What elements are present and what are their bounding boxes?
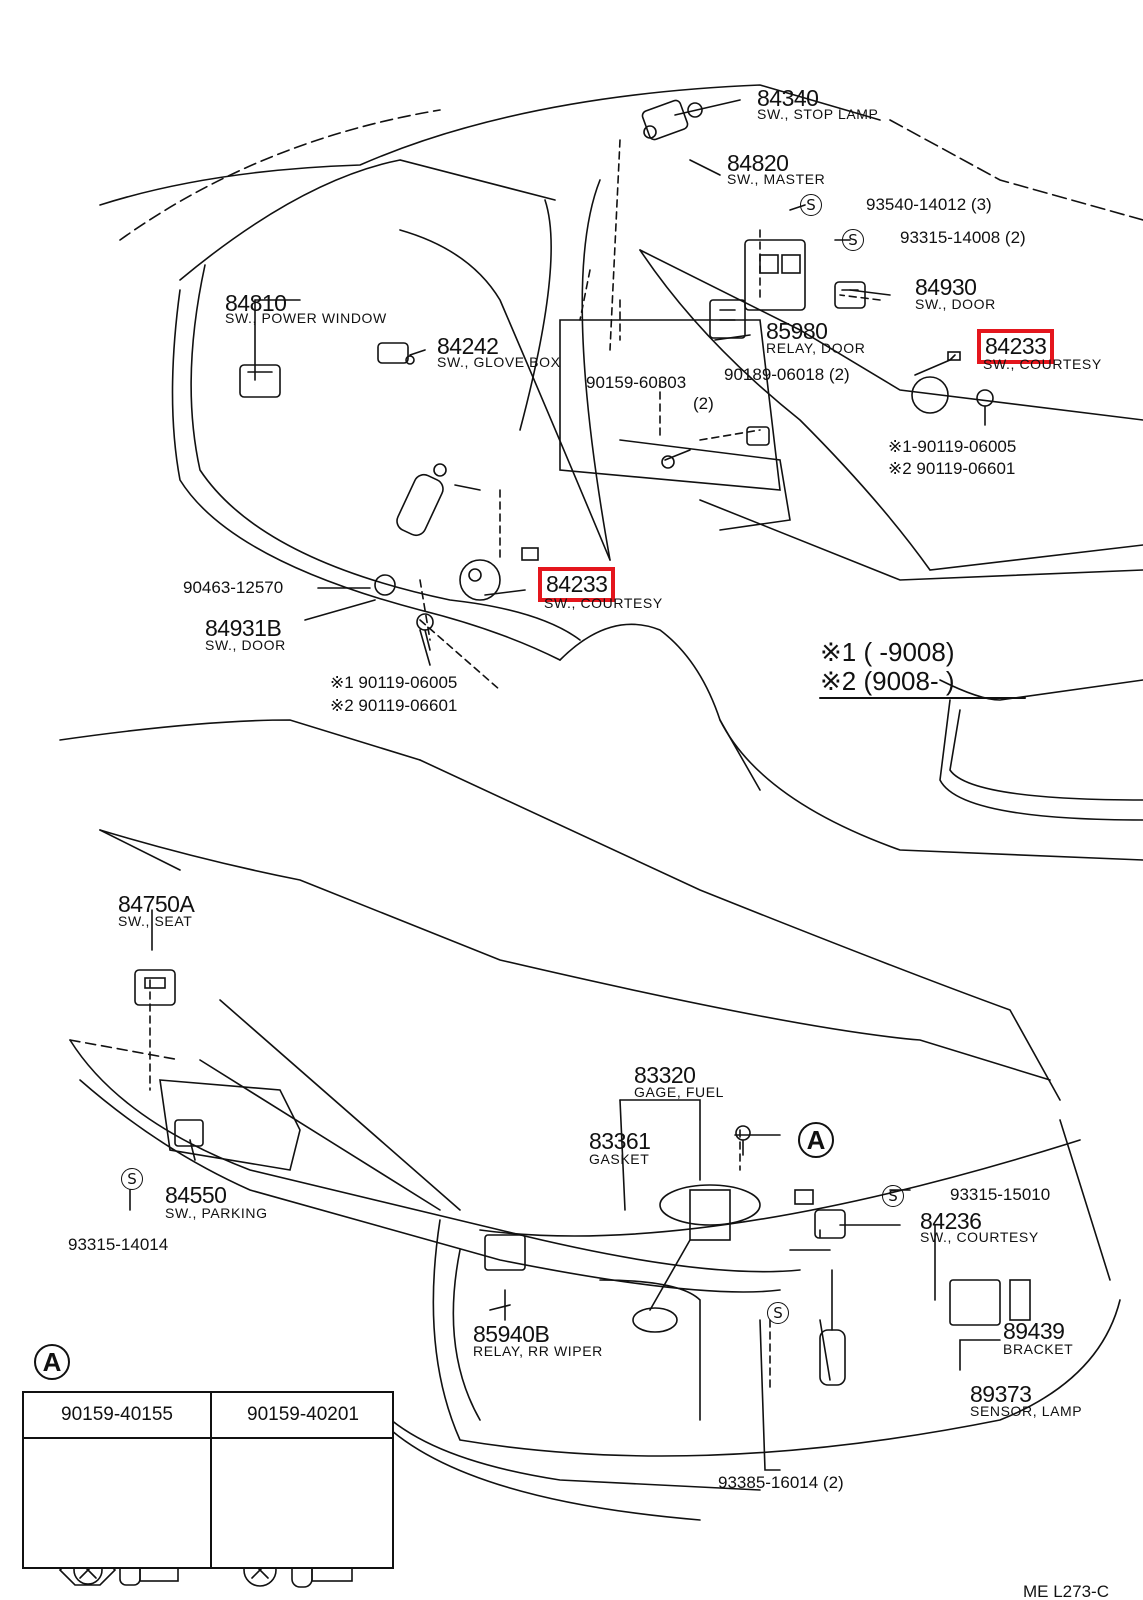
part-83361-number: 83361 — [589, 1128, 651, 1154]
part-84233-name: SW., COURTESY — [983, 356, 1102, 372]
courtesy-switch-left-icon — [459, 547, 539, 601]
s-symbol-icon: S — [882, 1185, 904, 1207]
part-93315a-number: 93315-14008 (2) — [900, 228, 1026, 247]
part-84810-number: 84810 — [225, 290, 287, 316]
part-90159a-qty: (2) — [693, 394, 714, 413]
seat-switch-icon — [134, 969, 176, 1006]
part-84242-name: SW., GLOVE BOX — [437, 354, 561, 370]
part-84820-number: 84820 — [727, 150, 789, 176]
part-84810-name: SW., POWER WINDOW — [225, 310, 387, 326]
part-90119a-line2: ※2 90119-06601 — [888, 459, 1016, 478]
part-84820-name: SW., MASTER — [727, 171, 826, 187]
part-89439-number: 89439 — [1003, 1318, 1065, 1344]
part-84233-left-name: SW., COURTESY — [544, 595, 663, 611]
s-symbol-icon: S — [842, 229, 864, 251]
part-90119b-line2: ※2 90119-06601 — [330, 696, 458, 715]
component-glyphs — [134, 99, 1031, 1386]
power-window-switch-icon — [239, 364, 281, 398]
part-93385-number: 93385-16014 (2) — [718, 1473, 844, 1492]
lower-body-outline — [59, 719, 1121, 1521]
rear-courtesy-switch-icon — [789, 1209, 846, 1251]
part-90189-number: 90189-06018 (2) — [724, 365, 850, 384]
part-84236-number: 84236 — [920, 1208, 982, 1234]
upper-body-outline — [99, 84, 1143, 861]
legend-divider — [210, 1437, 212, 1567]
note-line-2: ※2 (9008- ) — [820, 666, 955, 696]
part-84340-number: 84340 — [757, 85, 819, 111]
door-relay-icon — [709, 299, 746, 339]
bolt-icon — [976, 389, 994, 426]
part-83320-number: 83320 — [634, 1062, 696, 1088]
master-switch-icon — [744, 239, 806, 311]
part-89373-number: 89373 — [970, 1381, 1032, 1407]
solid-leaders — [129, 99, 1001, 1471]
part-89373-name: SENSOR, LAMP — [970, 1403, 1083, 1419]
s-symbol-icon: S — [767, 1302, 789, 1324]
legend-col1: 90159-40155 — [24, 1393, 210, 1439]
s-symbol-icon: S — [800, 194, 822, 216]
part-85980-name: RELAY, DOOR — [766, 340, 866, 356]
part-90463-number: 90463-12570 — [183, 578, 284, 597]
part-84340-name: SW., STOP LAMP — [757, 106, 879, 122]
part-85940b-name: RELAY, RR WIPER — [473, 1343, 603, 1359]
part-90119a-line1: ※1-90119-06005 — [888, 437, 1017, 456]
part-84550-number: 84550 — [165, 1182, 227, 1208]
part-83320-name: GAGE, FUEL — [634, 1084, 725, 1100]
parking-switch-icon — [174, 1119, 204, 1147]
part-84233-left-number-highlighted: 84233 — [537, 567, 616, 602]
courtesy-switch-icon — [911, 351, 961, 414]
bulb-socket-icon — [819, 1269, 846, 1386]
part-84236-name: SW., COURTESY — [920, 1229, 1039, 1245]
figure-code: ME L273-C — [1023, 1582, 1109, 1600]
lamp-sensor-icon — [949, 1279, 1031, 1326]
part-90119b-line1: ※1 90119-06005 — [330, 673, 458, 692]
part-84930-number: 84930 — [915, 274, 977, 300]
part-85940b-number: 85940B — [473, 1321, 550, 1347]
part-84750a-number: 84750A — [118, 891, 195, 917]
door-switch-icon — [834, 281, 866, 309]
part-84233-number-highlighted: 84233 — [976, 329, 1055, 364]
legend-table: 90159-40155 90159-40201 — [22, 1391, 394, 1569]
part-93540-number: 93540-14012 (3) — [866, 195, 992, 214]
part-84931b-number: 84931B — [205, 615, 282, 641]
glove-box-switch-icon — [377, 342, 415, 365]
part-85980-number: 85980 — [766, 318, 828, 344]
clamp-icon — [374, 574, 396, 596]
lock-cylinder-icon — [396, 463, 447, 537]
note-line-1: ※1 ( -9008) — [820, 637, 955, 667]
s-symbol-icon: S — [121, 1168, 143, 1190]
part-84550-name: SW., PARKING — [165, 1205, 268, 1221]
legend-col2: 90159-40201 — [210, 1393, 394, 1439]
part-84930-name: SW., DOOR — [915, 296, 996, 312]
stop-lamp-switch-icon — [641, 99, 703, 141]
legend-a-icon: A — [34, 1344, 70, 1380]
part-93315c-number: 93315-15010 — [950, 1185, 1051, 1204]
fuel-gage-icon — [632, 1184, 814, 1333]
clip-icon — [746, 426, 770, 446]
part-93315b-number: 93315-14014 — [68, 1235, 169, 1254]
part-84242-number: 84242 — [437, 333, 499, 359]
part-83361-name: GASKET — [589, 1151, 650, 1167]
part-84750a-name: SW., SEAT — [118, 913, 193, 929]
screw-icon — [661, 449, 691, 469]
screw-a-icon — [735, 1125, 751, 1156]
bolt-left-icon — [416, 613, 434, 651]
part-89439-name: BRACKET — [1003, 1341, 1074, 1357]
part-90159a-number: 90159-60303 — [586, 373, 687, 392]
a-callout-icon: A — [798, 1122, 834, 1158]
wiper-relay-icon — [484, 1234, 526, 1311]
part-84931b-name: SW., DOOR — [205, 637, 286, 653]
